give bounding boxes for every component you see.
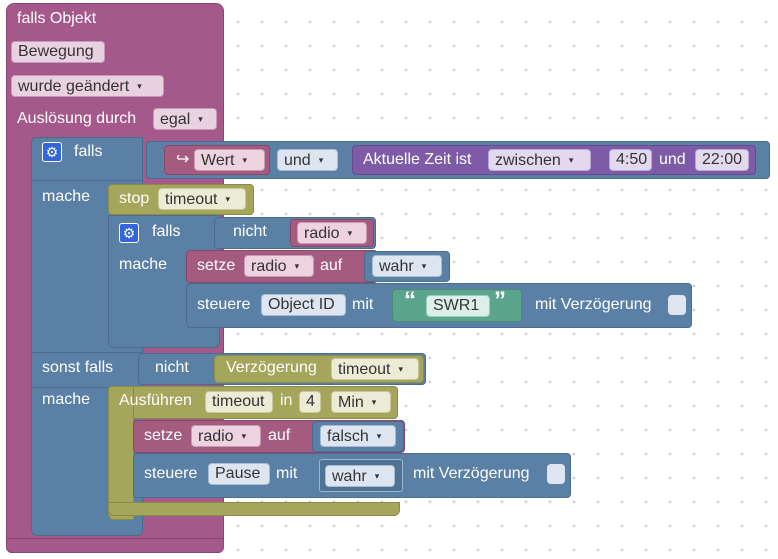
false-value-label: falsch [327,428,369,445]
chevron-down-icon: ▾ [398,364,403,374]
else-if-label: sonst falls [42,359,114,376]
set-radio-true-dropdown[interactable]: radio ▾ [244,255,314,277]
stop-label: stop [119,190,150,207]
delay-label: Verzögerung [226,359,317,376]
set-false-label: setze [144,427,183,444]
else-if-not-label: nicht [155,359,189,376]
control-pause-label: steuere [144,465,198,482]
inner-if-label: falls [152,223,181,240]
pause-object-value: Pause [215,465,261,482]
chevron-down-icon: ▾ [318,155,324,165]
chevron-down-icon: ▾ [225,194,230,204]
run-after-amount-value: 4 [306,393,315,410]
time-and-label: und [659,151,686,168]
pause-object-field[interactable]: Pause [208,463,270,485]
run-after-timer-value: timeout [212,393,265,410]
do-label: mache [42,188,91,205]
time-to-value: 22:00 [702,151,743,168]
time-label: Aktuelle Zeit ist [363,151,472,168]
stop-timer-dropdown[interactable]: timeout ▾ [158,188,246,210]
false-value-dropdown[interactable]: falsch ▾ [320,425,396,447]
gear-icon[interactable]: ⚙ [119,223,139,243]
chevron-down-icon: ▾ [198,114,203,124]
true-value-dropdown[interactable]: wahr ▾ [372,255,442,277]
chevron-down-icon: ▾ [568,155,574,165]
run-after-in-label: in [280,392,293,409]
stop-timer-value: timeout [165,191,218,208]
gear-icon[interactable]: ⚙ [42,142,62,162]
run-after-frame [108,386,134,520]
trigger-by-dropdown[interactable]: egal ▾ [153,108,217,130]
else-if-timer-dropdown[interactable]: timeout ▾ [331,358,419,380]
run-after-timer-field[interactable]: timeout [205,391,273,413]
value-dropdown[interactable]: Wert ▾ [194,149,265,171]
pause-value-label: wahr [332,468,367,485]
radio-get-dropdown[interactable]: radio ▾ [297,222,367,244]
time-from-field[interactable]: 4:50 [609,149,652,171]
pause-delay-checkbox[interactable] [547,464,565,484]
chevron-down-icon: ▾ [374,471,380,481]
trigger-object-field[interactable]: Bewegung [11,41,105,63]
control-pause-with-label: mit [276,465,298,482]
else-if-timer-value: timeout [338,361,391,378]
trigger-title: falls Objekt [17,10,97,27]
chevron-down-icon: ▾ [371,397,377,407]
time-mode-label: zwischen [495,152,561,169]
delay-checkbox[interactable] [668,295,686,315]
trigger-condition-dropdown[interactable]: wurde geändert ▾ [11,75,164,97]
run-after-label: Ausführen [119,392,192,409]
chevron-down-icon: ▾ [241,431,247,441]
object-id-field[interactable]: Object ID [261,294,346,316]
set-false-to-label: auf [268,427,291,444]
chevron-down-icon: ▾ [376,431,382,441]
chevron-down-icon: ▾ [347,228,353,238]
control-delay-label: mit Verzögerung [535,296,652,313]
time-to-field[interactable]: 22:00 [695,149,749,171]
run-after-footer [108,502,400,516]
set-radio-false-variable: radio [198,428,234,445]
trigger-by-label: Auslösung durch [17,110,137,127]
chevron-down-icon: ▾ [294,261,300,271]
control-label: steuere [197,296,251,313]
text-field[interactable]: SWR1 [426,295,490,317]
run-after-unit-dropdown[interactable]: Min ▾ [331,391,391,413]
time-from-value: 4:50 [616,151,648,168]
pause-value-dropdown[interactable]: wahr ▾ [325,465,395,487]
if-label: falls [74,143,103,160]
not-label: nicht [233,223,267,240]
control-pause-delay-label: mit Verzögerung [413,465,530,482]
time-mode-dropdown[interactable]: zwischen ▾ [488,149,591,171]
and-operator-label: und [284,152,311,169]
text-value: SWR1 [433,297,480,314]
set-radio-false-dropdown[interactable]: radio ▾ [191,425,261,447]
chevron-down-icon: ▾ [242,155,248,165]
else-do-label: mache [42,391,91,408]
value-label: Wert [201,152,235,169]
chevron-down-icon: ▾ [137,81,142,91]
set-to-label: auf [320,257,343,274]
trigger-block-tail [6,538,224,553]
text-block[interactable] [392,289,522,322]
arrow-icon: ↪ [176,151,190,168]
trigger-object-label: Bewegung [18,43,94,60]
control-with-label: mit [352,296,374,313]
quote-close-icon: ” [494,287,506,314]
inner-do-label: mache [119,256,168,273]
run-after-unit-value: Min [338,394,364,411]
set-label: setze [197,257,236,274]
true-value-label: wahr [379,258,414,275]
trigger-by-value: egal [160,111,191,128]
chevron-down-icon: ▾ [421,261,427,271]
quote-open-icon: “ [404,287,416,314]
set-radio-true-variable: radio [251,258,287,275]
trigger-condition-label: wurde geändert [18,78,130,95]
radio-get-value: radio [304,225,340,242]
object-id-value: Object ID [268,296,335,313]
run-after-amount-field[interactable]: 4 [299,391,321,413]
and-operator-dropdown[interactable]: und ▾ [277,149,338,171]
